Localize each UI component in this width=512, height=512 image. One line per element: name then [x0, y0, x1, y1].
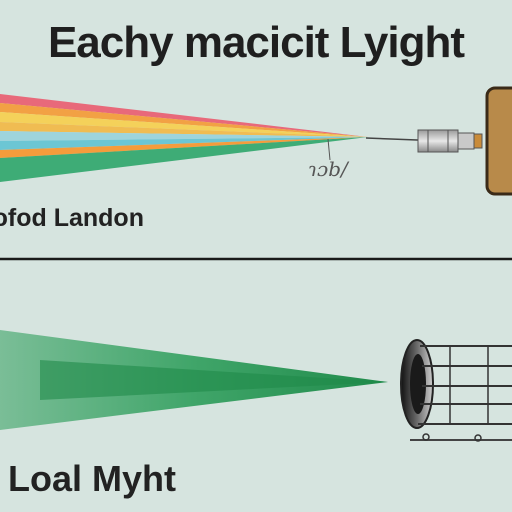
beam-band-lightblue — [0, 131, 368, 141]
beam-band-orange — [0, 103, 368, 137]
beam-band-yellow — [0, 112, 368, 137]
bottom-section-label: Loal Myht — [8, 458, 176, 499]
light-source-device-top — [485, 86, 512, 196]
lens-inner — [410, 354, 426, 414]
beam-band-green — [0, 137, 368, 182]
beam-band-gold — [0, 122, 368, 137]
lens-device-bottom — [400, 339, 512, 442]
rainbow-beam — [0, 94, 368, 182]
handwritten-annotation: ɿɔb/ — [308, 157, 348, 181]
diagram-title: Eachy macicit Lyight — [47, 18, 465, 67]
small-cylinder — [417, 129, 483, 153]
green-beam-core — [40, 360, 388, 400]
leader-line — [327, 138, 331, 161]
top-section-label: ɔfod Landon — [0, 204, 144, 232]
beam-band-red — [0, 94, 368, 137]
